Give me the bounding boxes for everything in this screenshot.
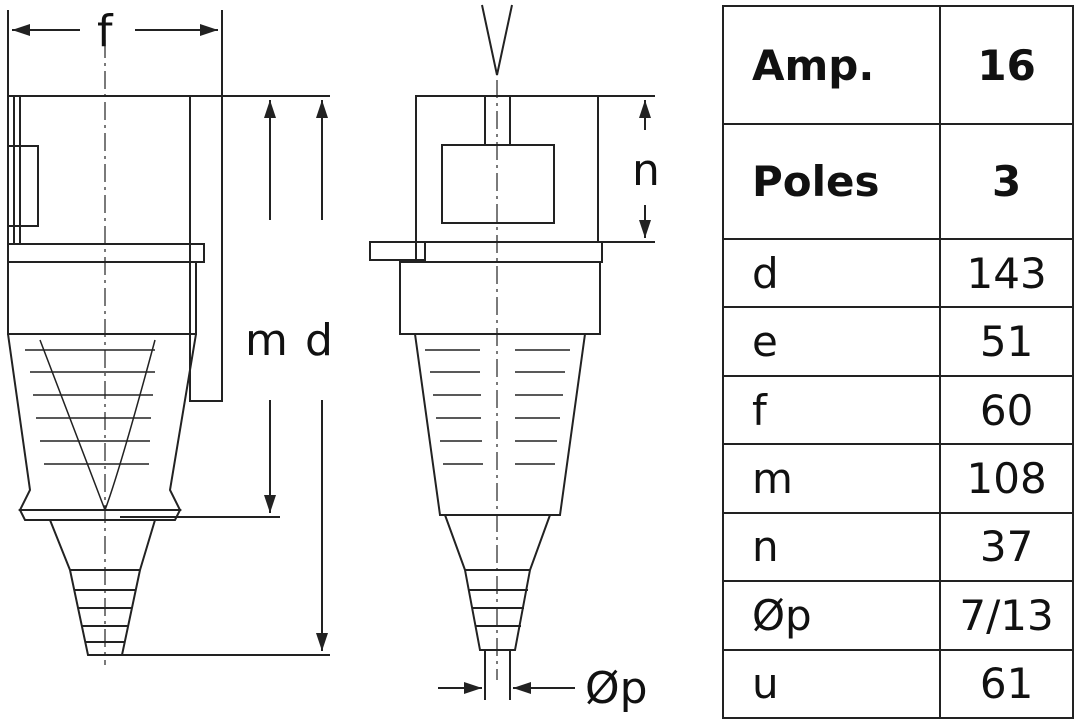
table-key: Poles [721,123,942,240]
table-key: n [721,511,942,583]
table-value: 60 [939,374,1074,446]
label-n: n [632,145,660,196]
label-f: f [97,6,114,57]
table-key: e [721,306,942,377]
plug-dimension-drawing: f m d n Øp [7,4,660,714]
table-value: 37 [939,511,1074,583]
side-view [7,10,330,665]
table-value: 7/13 [939,580,1074,651]
table-value: 3 [939,123,1074,240]
label-d: d [305,315,333,366]
table-value: 51 [939,306,1074,377]
table-key: Øp [721,580,942,651]
table-value: 16 [939,5,1074,125]
table-key: m [721,443,942,514]
table-value: 61 [939,648,1074,720]
table-key: f [721,374,942,446]
table-key: u [721,648,942,720]
table-key: Amp. [721,5,942,125]
table-value: 143 [939,237,1074,309]
table-key: d [721,237,942,309]
label-p: Øp [585,663,648,714]
table-value: 108 [939,443,1074,514]
table-row: Amp.16 [721,5,1074,125]
label-m: m [245,315,288,366]
front-view [369,4,655,700]
